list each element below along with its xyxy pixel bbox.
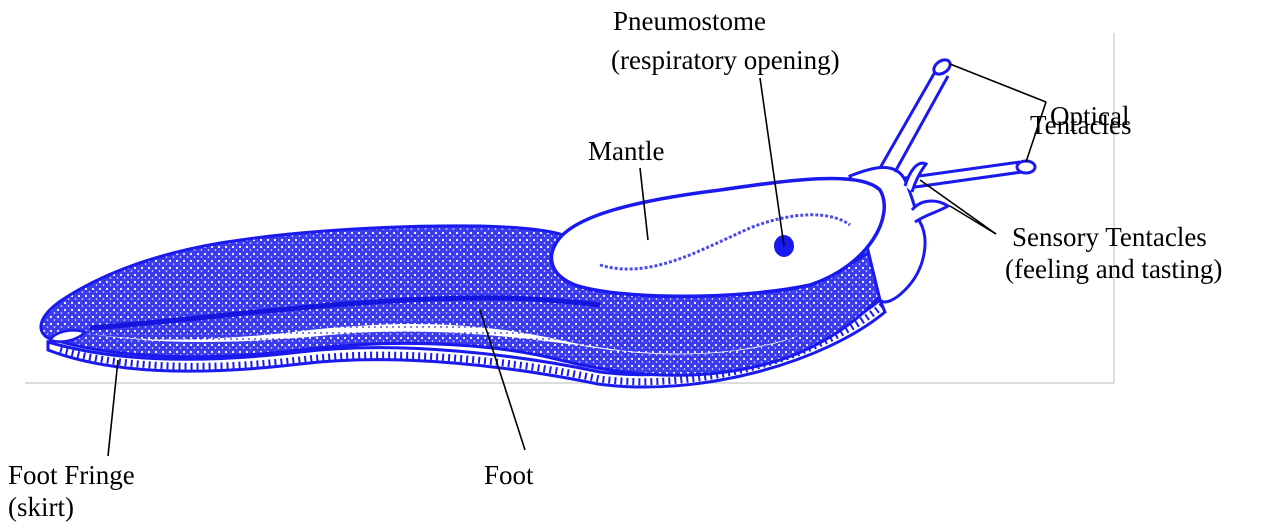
pneumostome-label: Pneumostome <box>613 6 766 36</box>
sensory-tentacles-sublabel: (feeling and tasting) <box>1005 254 1222 284</box>
pneumostome-sublabel: (respiratory opening) <box>611 45 840 75</box>
optical-tentacle-upper <box>880 72 948 172</box>
optical-leader-upper <box>950 64 1046 102</box>
optical-tentacle-tip-upper <box>931 57 953 77</box>
foot-fringe-leader <box>108 360 118 456</box>
optical-tentacle-tip-lower <box>1017 161 1035 173</box>
foot-label: Foot <box>484 460 534 490</box>
mantle-label: Mantle <box>588 136 664 166</box>
sensory-tentacles-label: Sensory Tentacles <box>1012 222 1207 252</box>
sensory-tentacle-lower <box>912 201 948 222</box>
optical-tentacles-label-line2: Tentacles <box>1030 110 1132 140</box>
foot-fringe-label: Foot Fringe <box>8 460 135 490</box>
sensory-leader-lower <box>950 206 996 234</box>
foot-fringe-sublabel: (skirt) <box>8 492 74 522</box>
slug-illustration <box>41 57 1035 387</box>
